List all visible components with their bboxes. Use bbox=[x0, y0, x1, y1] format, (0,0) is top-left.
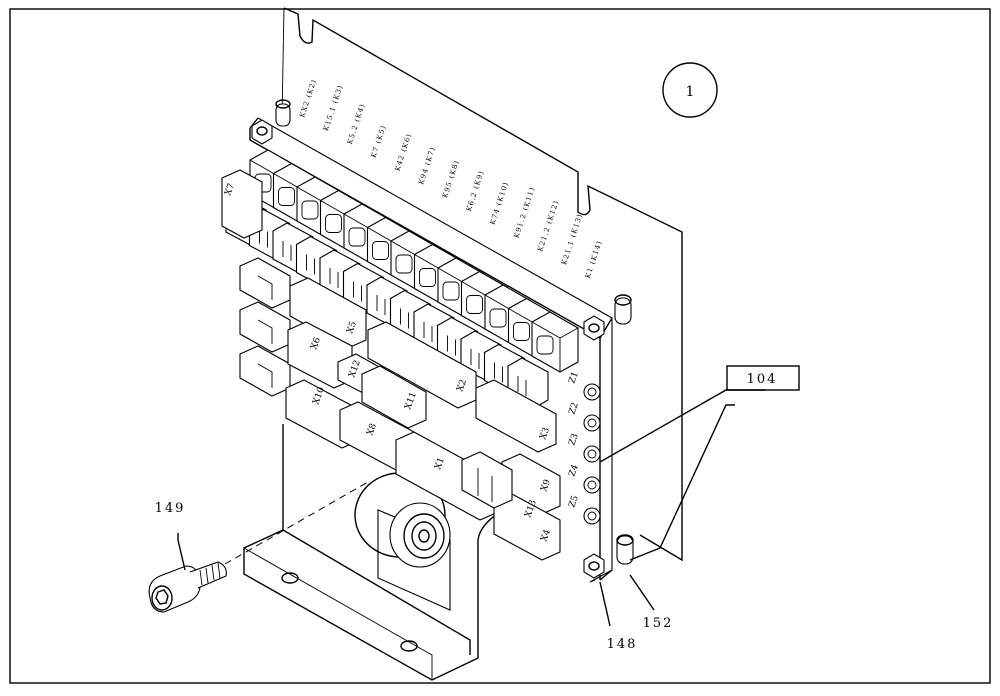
relay-label: K21.1 (K13) bbox=[560, 213, 584, 266]
relay-label: K7 (K5) bbox=[370, 124, 388, 159]
callout-104: 104 bbox=[747, 372, 778, 387]
relay-label: K5.2 (K4) bbox=[346, 102, 367, 145]
fuse-label: Z3 bbox=[567, 432, 581, 447]
socket-pins bbox=[282, 241, 292, 261]
drawing-border bbox=[9, 8, 991, 684]
label-x7: X7 bbox=[223, 182, 237, 197]
corner-nuts bbox=[251, 119, 605, 579]
fuse-stud-center bbox=[587, 387, 597, 397]
socket-pins bbox=[494, 362, 503, 383]
fuse-stud bbox=[583, 445, 601, 463]
view-number-circle bbox=[662, 62, 718, 118]
relay-label: K74 (K10) bbox=[489, 181, 511, 226]
standoffs bbox=[275, 99, 634, 565]
socket-pins bbox=[423, 322, 433, 342]
socket-pins bbox=[306, 254, 315, 275]
fuse-stud-center bbox=[587, 418, 597, 428]
relay bbox=[531, 311, 579, 373]
relay-label: K15.1 (K3) bbox=[322, 84, 344, 132]
callout-148: 148 bbox=[607, 637, 638, 652]
label-x8: X8 bbox=[365, 422, 379, 437]
socket-pins bbox=[447, 335, 456, 356]
label-x4: X4 bbox=[539, 528, 553, 543]
fuse-stud-center bbox=[587, 480, 597, 490]
socket-pins bbox=[517, 376, 527, 396]
callout-149: 149 bbox=[155, 501, 186, 516]
relay-label: K91.2 (K11) bbox=[512, 186, 536, 239]
label-x3: X3 bbox=[538, 426, 552, 441]
label-x9: X9 bbox=[539, 478, 553, 493]
fuse-label: Z4 bbox=[567, 463, 581, 478]
relay-label: K42 (K6) bbox=[393, 132, 413, 172]
relay-label: K6.2 (K9) bbox=[465, 169, 486, 212]
socket-head-screw bbox=[148, 561, 227, 613]
relay-label: K1 (K14) bbox=[584, 239, 604, 279]
socket-pins bbox=[470, 349, 480, 369]
fuse-label: Z2 bbox=[567, 401, 580, 416]
relay-sockets bbox=[225, 195, 549, 409]
relay-label: KX2 (K2) bbox=[298, 78, 318, 119]
label-x6: X6 bbox=[309, 336, 323, 351]
fuse-stud bbox=[583, 476, 601, 494]
fuse-stud-center bbox=[587, 449, 597, 459]
relay-label: K21.2 (K12) bbox=[536, 199, 560, 252]
relay-row bbox=[249, 149, 579, 373]
callout-152: 152 bbox=[643, 616, 674, 631]
screw-insertion-path bbox=[224, 481, 369, 565]
fuse-label: Z1 bbox=[567, 370, 580, 385]
fuse-label: Z5 bbox=[567, 494, 581, 509]
label-x2: X2 bbox=[455, 378, 469, 393]
view-number: 1 bbox=[686, 84, 695, 100]
fuse-stud bbox=[583, 507, 601, 525]
socket-pins bbox=[353, 281, 362, 302]
fuse-stud bbox=[583, 414, 601, 432]
connector-housings bbox=[285, 277, 561, 561]
relay-label: K94 (K7) bbox=[417, 146, 437, 186]
lower-bracket bbox=[243, 424, 501, 681]
label-x1: X1 bbox=[433, 456, 447, 471]
relay-label: K95 (K8) bbox=[441, 159, 461, 199]
fuse-stud bbox=[583, 383, 601, 401]
callout-box-104 bbox=[726, 365, 800, 391]
socket-pins bbox=[376, 295, 386, 315]
fuse-stud-center bbox=[587, 511, 597, 521]
socket-pins bbox=[329, 268, 339, 288]
label-x5: X5 bbox=[345, 320, 359, 335]
left-terminal-blocks bbox=[221, 169, 291, 397]
socket-pins bbox=[400, 308, 409, 329]
